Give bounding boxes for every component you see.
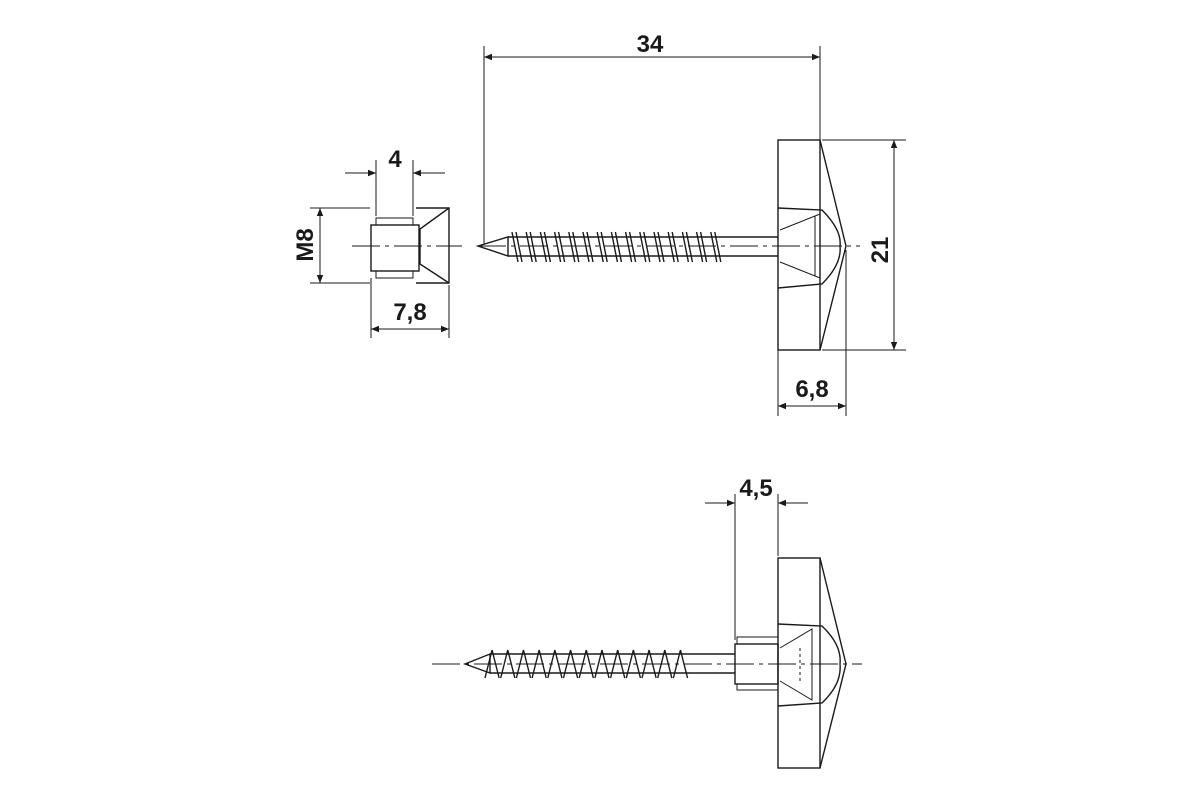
dimension-overall-length: 34: [483, 31, 821, 244]
dimension-label: 4: [388, 146, 402, 173]
screw-thread: [511, 231, 722, 263]
dimension-head-height: 6,8: [777, 250, 847, 416]
thread-turn: [695, 231, 708, 263]
dimension-label: M8: [292, 228, 319, 261]
dimension-head-diameter: 21: [822, 139, 906, 351]
thread-turn: [484, 649, 500, 679]
dimension-label: 4,5: [739, 475, 772, 502]
thread-turn: [672, 649, 689, 679]
dimension-label: 7,8: [393, 299, 426, 326]
thread-turn: [639, 231, 651, 263]
thread-turn: [500, 649, 516, 679]
thread-turn: [582, 231, 594, 263]
screw-with-head: [475, 139, 860, 351]
dimension-label: 21: [867, 237, 894, 264]
thread-turn: [539, 231, 552, 263]
thread-turn: [609, 649, 626, 679]
thread-turn: [515, 649, 532, 679]
thread-turn: [681, 231, 694, 263]
dimension-sleeve-thread: M8: [292, 207, 370, 284]
thread-turn: [547, 649, 563, 679]
dimension-label: 34: [637, 31, 664, 58]
thread-turn: [657, 649, 673, 679]
thread-turn: [578, 649, 595, 679]
screw-thread: [484, 649, 689, 679]
thread-turn: [710, 231, 722, 263]
dimension-label: 6,8: [795, 376, 828, 403]
sleeve-nut: [352, 207, 462, 284]
dimension-sleeve-flange-width: 4: [345, 146, 445, 216]
thread-turn: [562, 649, 579, 679]
dimension-sleeve-length: 7,8: [370, 278, 450, 338]
thread-turn: [596, 231, 608, 263]
thread-turn: [625, 649, 642, 679]
thread-turn: [624, 231, 637, 263]
thread-turn: [641, 649, 657, 679]
thread-turn: [568, 231, 580, 263]
thread-turn: [610, 231, 623, 263]
thread-turn: [653, 231, 665, 263]
thread-turn: [553, 231, 566, 263]
thread-turn: [525, 231, 537, 263]
thread-turn: [531, 649, 547, 679]
dimension-assembled-offset: 4,5: [705, 475, 808, 640]
assembled-screw: [432, 557, 862, 769]
thread-turn: [511, 231, 523, 263]
thread-turn: [594, 649, 610, 679]
thread-turn: [667, 231, 679, 263]
